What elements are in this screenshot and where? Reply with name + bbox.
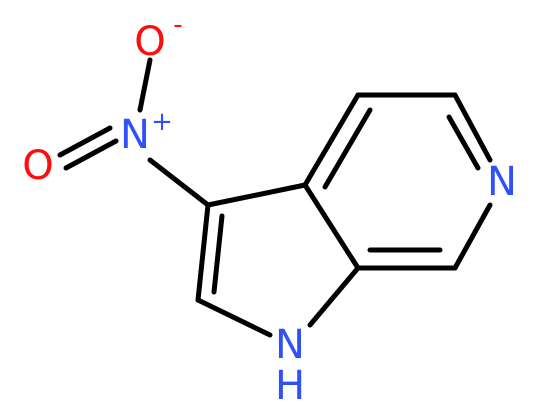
bonds (57, 57, 493, 338)
atom-o-minus: O (134, 19, 165, 65)
bond-c3-nplus (147, 157, 211, 208)
atom-nh-h: H (275, 363, 305, 409)
bond-c6-n-inner (446, 114, 481, 171)
atom-o-double: O (22, 143, 53, 189)
bond-c4-c5 (302, 92, 361, 188)
bond-n-c7 (452, 202, 493, 271)
bond-c2-nh (195, 297, 273, 338)
bond-nplus-ominus (137, 57, 153, 113)
bond-c6-n (452, 92, 493, 163)
bond-c3-c2-inner (211, 213, 225, 295)
bond-c3a-c3 (205, 182, 308, 208)
atom-labels: O - O N + N N H (22, 10, 517, 409)
atom-n-pyridine: N (487, 159, 517, 205)
atom-n-plus: N (120, 112, 150, 158)
atom-nh-n: N (275, 322, 305, 368)
bond-nh-c7a (307, 265, 361, 328)
bond-c3-c2 (195, 202, 211, 303)
charge-minus: - (173, 10, 182, 40)
bond-c4-c5-inner (322, 107, 373, 190)
charge-plus: + (151, 107, 173, 137)
bond-nplus-odouble-a (57, 125, 113, 158)
bond-c7a-c3a (302, 182, 361, 271)
bond-nplus-odouble-b (63, 138, 119, 171)
